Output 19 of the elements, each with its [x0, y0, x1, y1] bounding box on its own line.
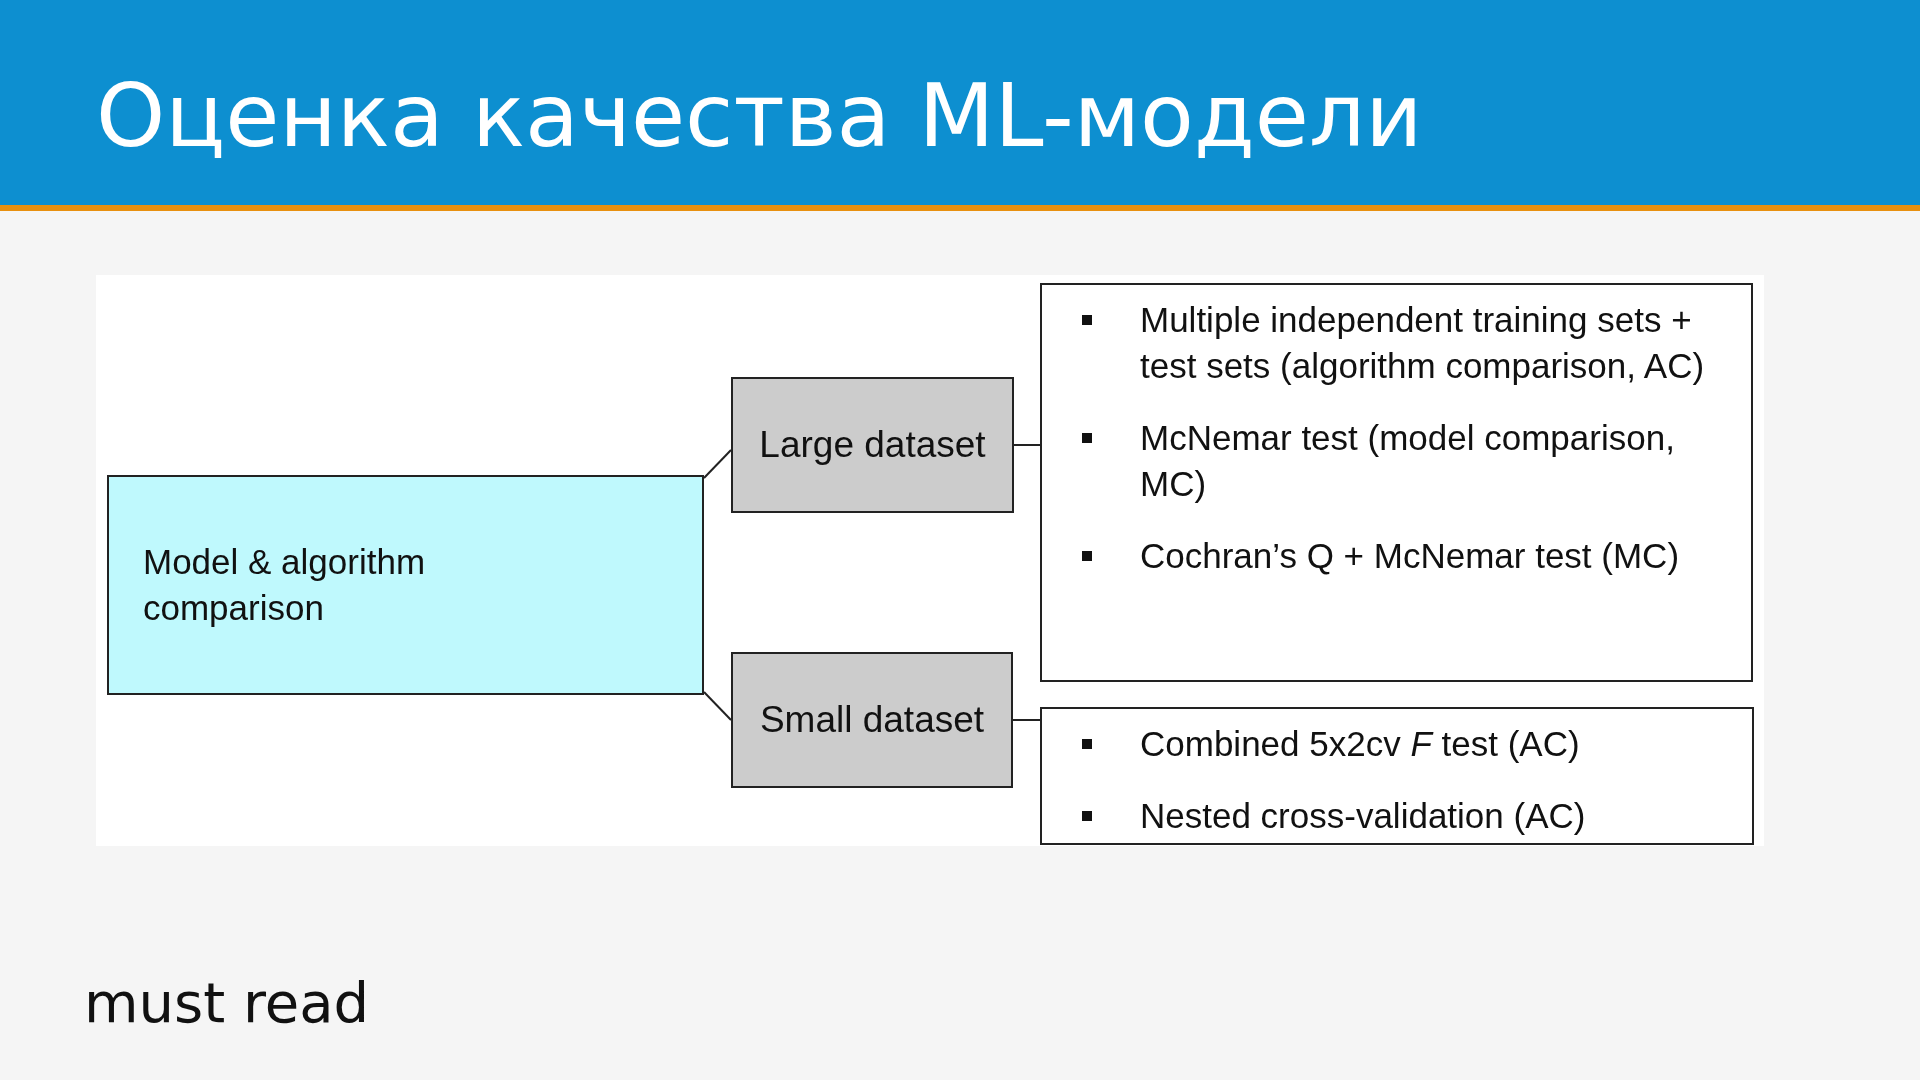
connector-line — [703, 449, 732, 479]
list-box — [1040, 283, 1753, 682]
connector-line — [1012, 719, 1041, 721]
list-box — [1040, 707, 1754, 845]
note-text: must read — [84, 970, 370, 1035]
process-box — [731, 377, 1014, 513]
connector-line — [703, 691, 732, 721]
node-label: Model & algorithm comparison — [143, 541, 427, 629]
list-item-text: McNemar test (model comparison, MC) — [1140, 417, 1676, 505]
slide-title: Оценка качества ML-модели — [96, 72, 1423, 160]
list-item-text: Combined 5x2cv F test (AC) — [1140, 723, 1580, 765]
node-label: Large dataset — [759, 423, 986, 467]
node-label: Small dataset — [759, 698, 985, 742]
process-box — [731, 652, 1013, 788]
list-item-text: Multiple independent training sets + test sets (algorithm comparison, AC) — [1140, 299, 1706, 387]
connector-line — [1013, 444, 1041, 446]
main-box — [107, 475, 704, 695]
list-item-text: Nested cross-validation (AC) — [1140, 795, 1586, 837]
list-item-text: Cochran’s Q + McNemar test (MC) — [1140, 535, 1680, 577]
